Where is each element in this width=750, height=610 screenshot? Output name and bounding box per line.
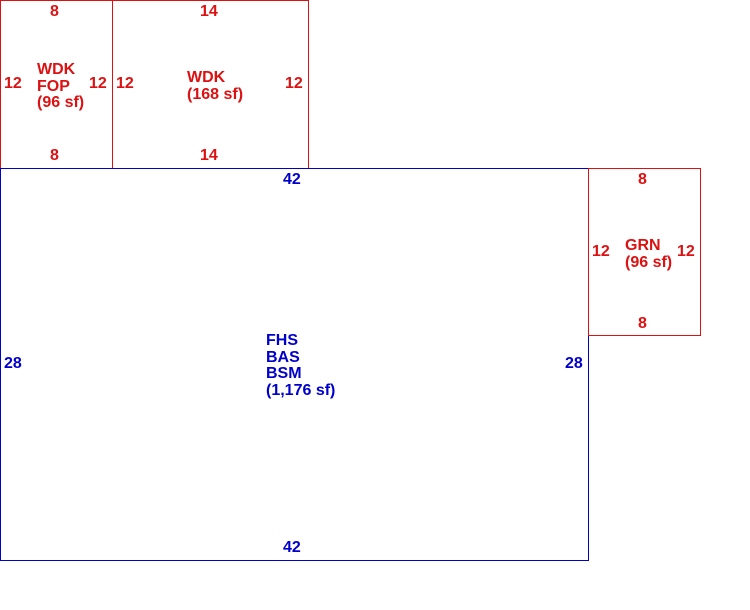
label-grn-code-1: GRN [625,237,661,254]
label-grn-area: (96 sf) [625,253,673,271]
dim-grn-right: 12 [677,243,695,260]
dim-wdk-right: 12 [285,75,303,92]
dim-grn-bottom: 8 [638,315,647,332]
area-grn[interactable] [588,168,701,336]
dim-wdk-fop-left: 12 [4,75,22,92]
label-wdk-fop: WDK FOP (96 sf) [37,61,85,112]
dim-wdk-bottom: 14 [200,147,218,164]
dim-wdk-fop-top: 8 [50,3,59,20]
label-main-code-2: BAS [266,348,300,366]
label-wdk-fop-code-2: FOP [37,77,70,95]
label-main-house: FHS BAS BSM (1,176 sf) [266,332,336,399]
dim-main-top: 42 [283,171,301,188]
dim-main-right: 28 [565,355,583,372]
dim-grn-left: 12 [592,243,610,260]
dim-wdk-fop-bottom: 8 [50,147,59,164]
area-main-house[interactable] [0,168,589,561]
dim-grn-top: 8 [638,171,647,188]
label-main-code-3: BSM [266,365,302,382]
label-main-code-1: FHS [266,332,298,349]
dim-wdk-top: 14 [200,3,218,20]
label-wdk-fop-area: (96 sf) [37,94,85,111]
label-main-area: (1,176 sf) [266,381,336,399]
dim-wdk-fop-right: 12 [89,75,107,92]
dim-main-bottom: 42 [283,539,301,556]
dim-main-left: 28 [4,355,22,372]
label-wdk-fop-code-1: WDK [37,61,76,78]
label-grn: GRN (96 sf) [625,237,673,271]
label-wdk-code-1: WDK [187,69,226,86]
label-wdk: WDK (168 sf) [187,69,244,103]
dim-wdk-left: 12 [116,75,134,92]
label-wdk-area: (168 sf) [187,85,244,103]
